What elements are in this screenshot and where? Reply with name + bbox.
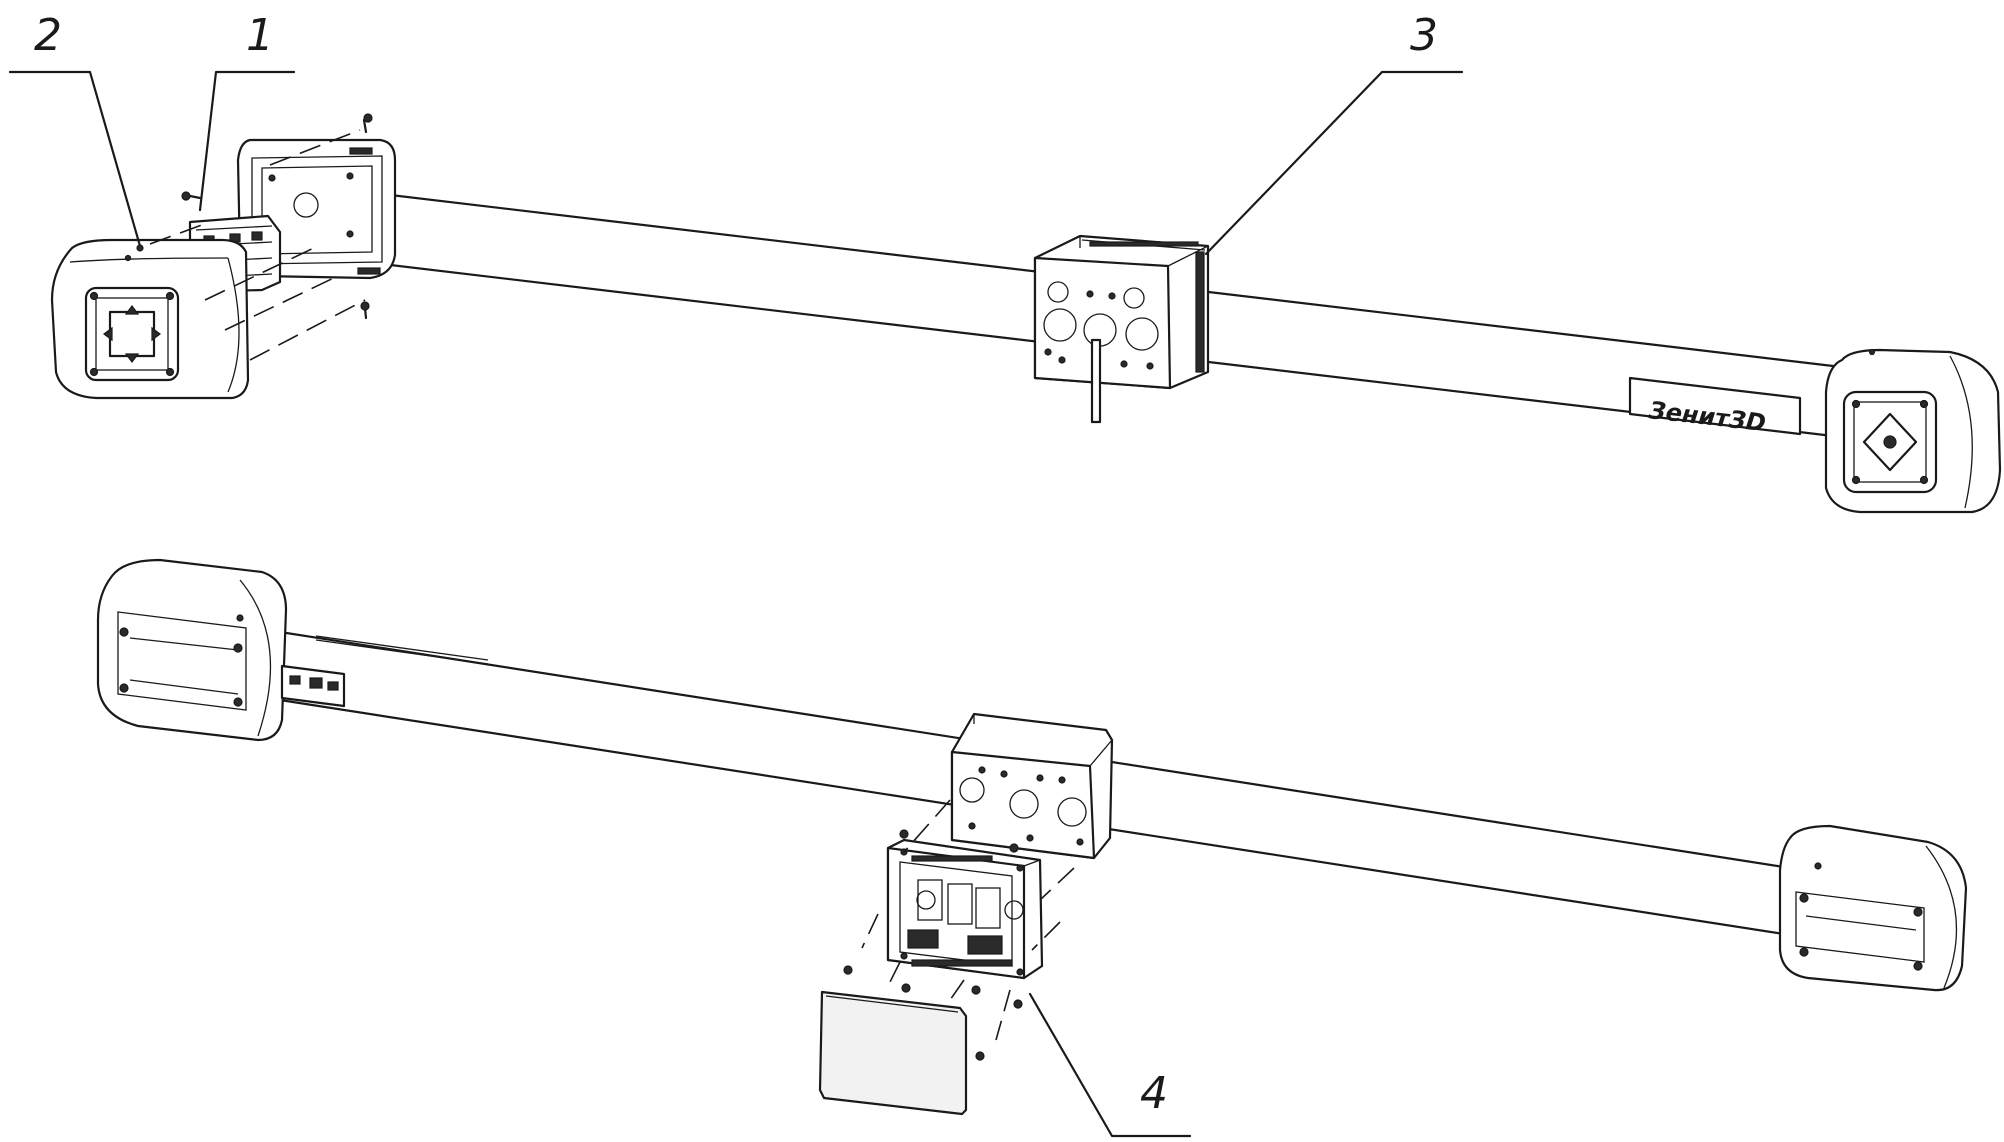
- bottom-electronics-box: [886, 838, 1044, 980]
- bottom-explode-lines: [861, 799, 1075, 1041]
- callout-1: 1: [198, 10, 296, 212]
- top-left-explode-lines: [149, 129, 366, 361]
- top-right-endcap: [1824, 348, 2002, 514]
- bottom-box-screws: [843, 829, 1023, 1061]
- callout-2: 2: [8, 10, 144, 252]
- callout-4: 4: [1028, 992, 1192, 1138]
- top-center-clamp: [1033, 234, 1210, 424]
- callout-1-label: 1: [246, 10, 274, 61]
- bottom-left-endcap: [96, 558, 288, 742]
- callout-3: 3: [1204, 10, 1464, 256]
- bottom-center-clamp: [950, 712, 1114, 860]
- callout-2-label: 2: [34, 10, 62, 61]
- bottom-right-endcap: [1778, 824, 1968, 992]
- bottom-left-connector: [280, 664, 346, 708]
- callout-4-label: 4: [1140, 1068, 1168, 1119]
- top-assembly: ЗенитЗD: [50, 113, 2002, 514]
- top-left-screws: [181, 113, 373, 320]
- top-left-endcap: [50, 238, 250, 400]
- bottom-cover-plate: [818, 990, 968, 1116]
- callout-3-label: 3: [1410, 10, 1438, 61]
- bottom-assembly: [96, 558, 1968, 1116]
